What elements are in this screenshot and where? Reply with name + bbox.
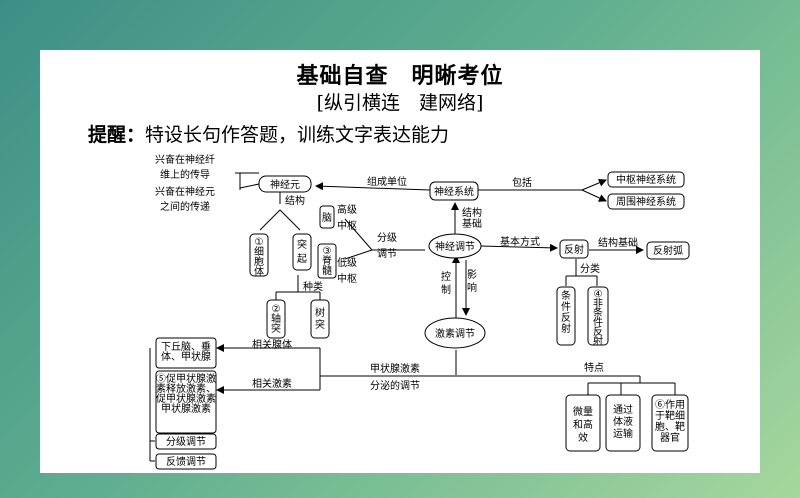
glands-label: 下丘脑、垂体、甲状腺 — [161, 340, 211, 363]
nervous-system-label: 神经系统 — [434, 185, 474, 198]
graded-box — [155, 433, 217, 450]
label-higher-center: 高级中枢 — [337, 203, 357, 232]
reflex-arc-box — [646, 241, 690, 260]
neuron-label: 神经元 — [270, 178, 300, 191]
note-between-line1: 兴奋在神经元 — [155, 185, 215, 198]
label-lower-center: 低级中枢 — [337, 256, 357, 285]
dendrite-label: 树突 — [315, 306, 325, 331]
tip-label: 提醒： — [88, 124, 146, 146]
edge-process-types — [275, 275, 321, 300]
label-classify: 分类 — [580, 262, 600, 275]
feedback-box — [155, 453, 217, 470]
edge-peripheral — [581, 189, 607, 202]
reflex-label: 反射 — [564, 244, 584, 256]
label-composition-unit: 组成单位 — [367, 175, 407, 188]
glands-box — [155, 337, 217, 369]
nodes: 兴奋在神经纤 维上的传导 兴奋在神经元 之间的传递 神经元 神经系统 中枢神经系… — [155, 153, 690, 470]
edge-basic-mode — [479, 243, 558, 252]
note-fiber-line1: 兴奋在神经纤 — [155, 153, 215, 166]
unconditioned-box — [587, 286, 609, 346]
neural-reg-ellipse — [428, 233, 482, 259]
tip-line: 提醒：特设长句作答题，训练文字表达能力 — [88, 120, 449, 147]
label-thyroid-reg: 甲状腺激素分泌的调节 — [370, 362, 420, 392]
feedback-label: 反馈调节 — [166, 455, 206, 468]
label-control: 控制 — [441, 270, 451, 296]
label-includes: 包括 — [512, 176, 532, 189]
feature1-label: 微量和高效 — [573, 405, 593, 444]
feature2-label: 通过体液运输 — [613, 403, 633, 440]
edge-neuron-notes — [235, 172, 259, 190]
conditioned-label: 条件反射 — [561, 289, 571, 335]
feature3-label: ⑥作用于靶细胞、靶器官 — [655, 399, 685, 444]
neuron-box — [258, 175, 312, 193]
label-types: 种类 — [303, 280, 323, 293]
hormones-box — [155, 370, 217, 434]
conditioned-box — [556, 286, 576, 346]
graded-label: 分级调节 — [166, 436, 206, 448]
dendrite-box — [310, 299, 330, 339]
label-structural-basis: 结构基础 — [462, 206, 482, 230]
label-related-hormones: 相关激素 — [252, 377, 292, 390]
tip-text: 特设长句作答题，训练文字表达能力 — [145, 124, 450, 146]
central-label: 中枢神经系统 — [616, 173, 676, 186]
peripheral-label: 周围神经系统 — [616, 195, 676, 208]
label-features: 特点 — [584, 362, 604, 374]
feature1-box — [565, 394, 601, 452]
label-reflex-structure-basis: 结构基础 — [598, 236, 638, 249]
edge-features — [587, 376, 676, 395]
page-title: 基础自查 明晰考位 — [296, 63, 504, 89]
page-subtitle: [纵引横连 建网络] — [316, 92, 484, 114]
neural-reg-label: 神经调节 — [435, 240, 475, 253]
connectors — [149, 172, 676, 462]
label-influence: 影响 — [467, 269, 477, 294]
label-structure: 结构 — [285, 194, 305, 207]
label-graded-reg: 分级调节 — [377, 232, 397, 260]
edge-central — [581, 179, 607, 191]
edge-composition — [315, 182, 431, 191]
note-fiber-line2: 维上的传导 — [160, 168, 210, 181]
edge-graded — [344, 218, 425, 260]
central-box — [607, 171, 685, 188]
note-between-line2: 之间的传递 — [160, 200, 210, 213]
brain-label: 脑 — [322, 211, 332, 224]
edge-neuron-split — [259, 209, 301, 231]
edge-neuron-link — [239, 183, 260, 189]
process-label: 突起 — [297, 238, 307, 265]
process-box — [292, 233, 312, 271]
humoral-label: 激素调节 — [435, 327, 475, 340]
axon-box — [266, 299, 286, 339]
label-basic-mode: 基本方式 — [500, 235, 540, 248]
spinal-box — [317, 243, 337, 279]
edge-left-bracket — [149, 348, 155, 462]
humoral-ellipse — [424, 317, 486, 349]
label-related-glands: 相关腺体 — [252, 338, 292, 351]
reflex-arc-label: 反射弧 — [653, 244, 683, 257]
brain-box — [319, 205, 335, 229]
hormones-label: ⑤促甲状腺激素释放激素、促甲状腺激素甲状腺激素 — [156, 372, 216, 415]
cell-body-box — [249, 233, 269, 277]
edge-classify — [565, 259, 598, 286]
nervous-system-box — [429, 181, 479, 201]
feature3-box — [651, 394, 689, 452]
feature2-box — [605, 394, 641, 452]
reflex-box — [559, 239, 589, 259]
peripheral-box — [607, 193, 685, 210]
